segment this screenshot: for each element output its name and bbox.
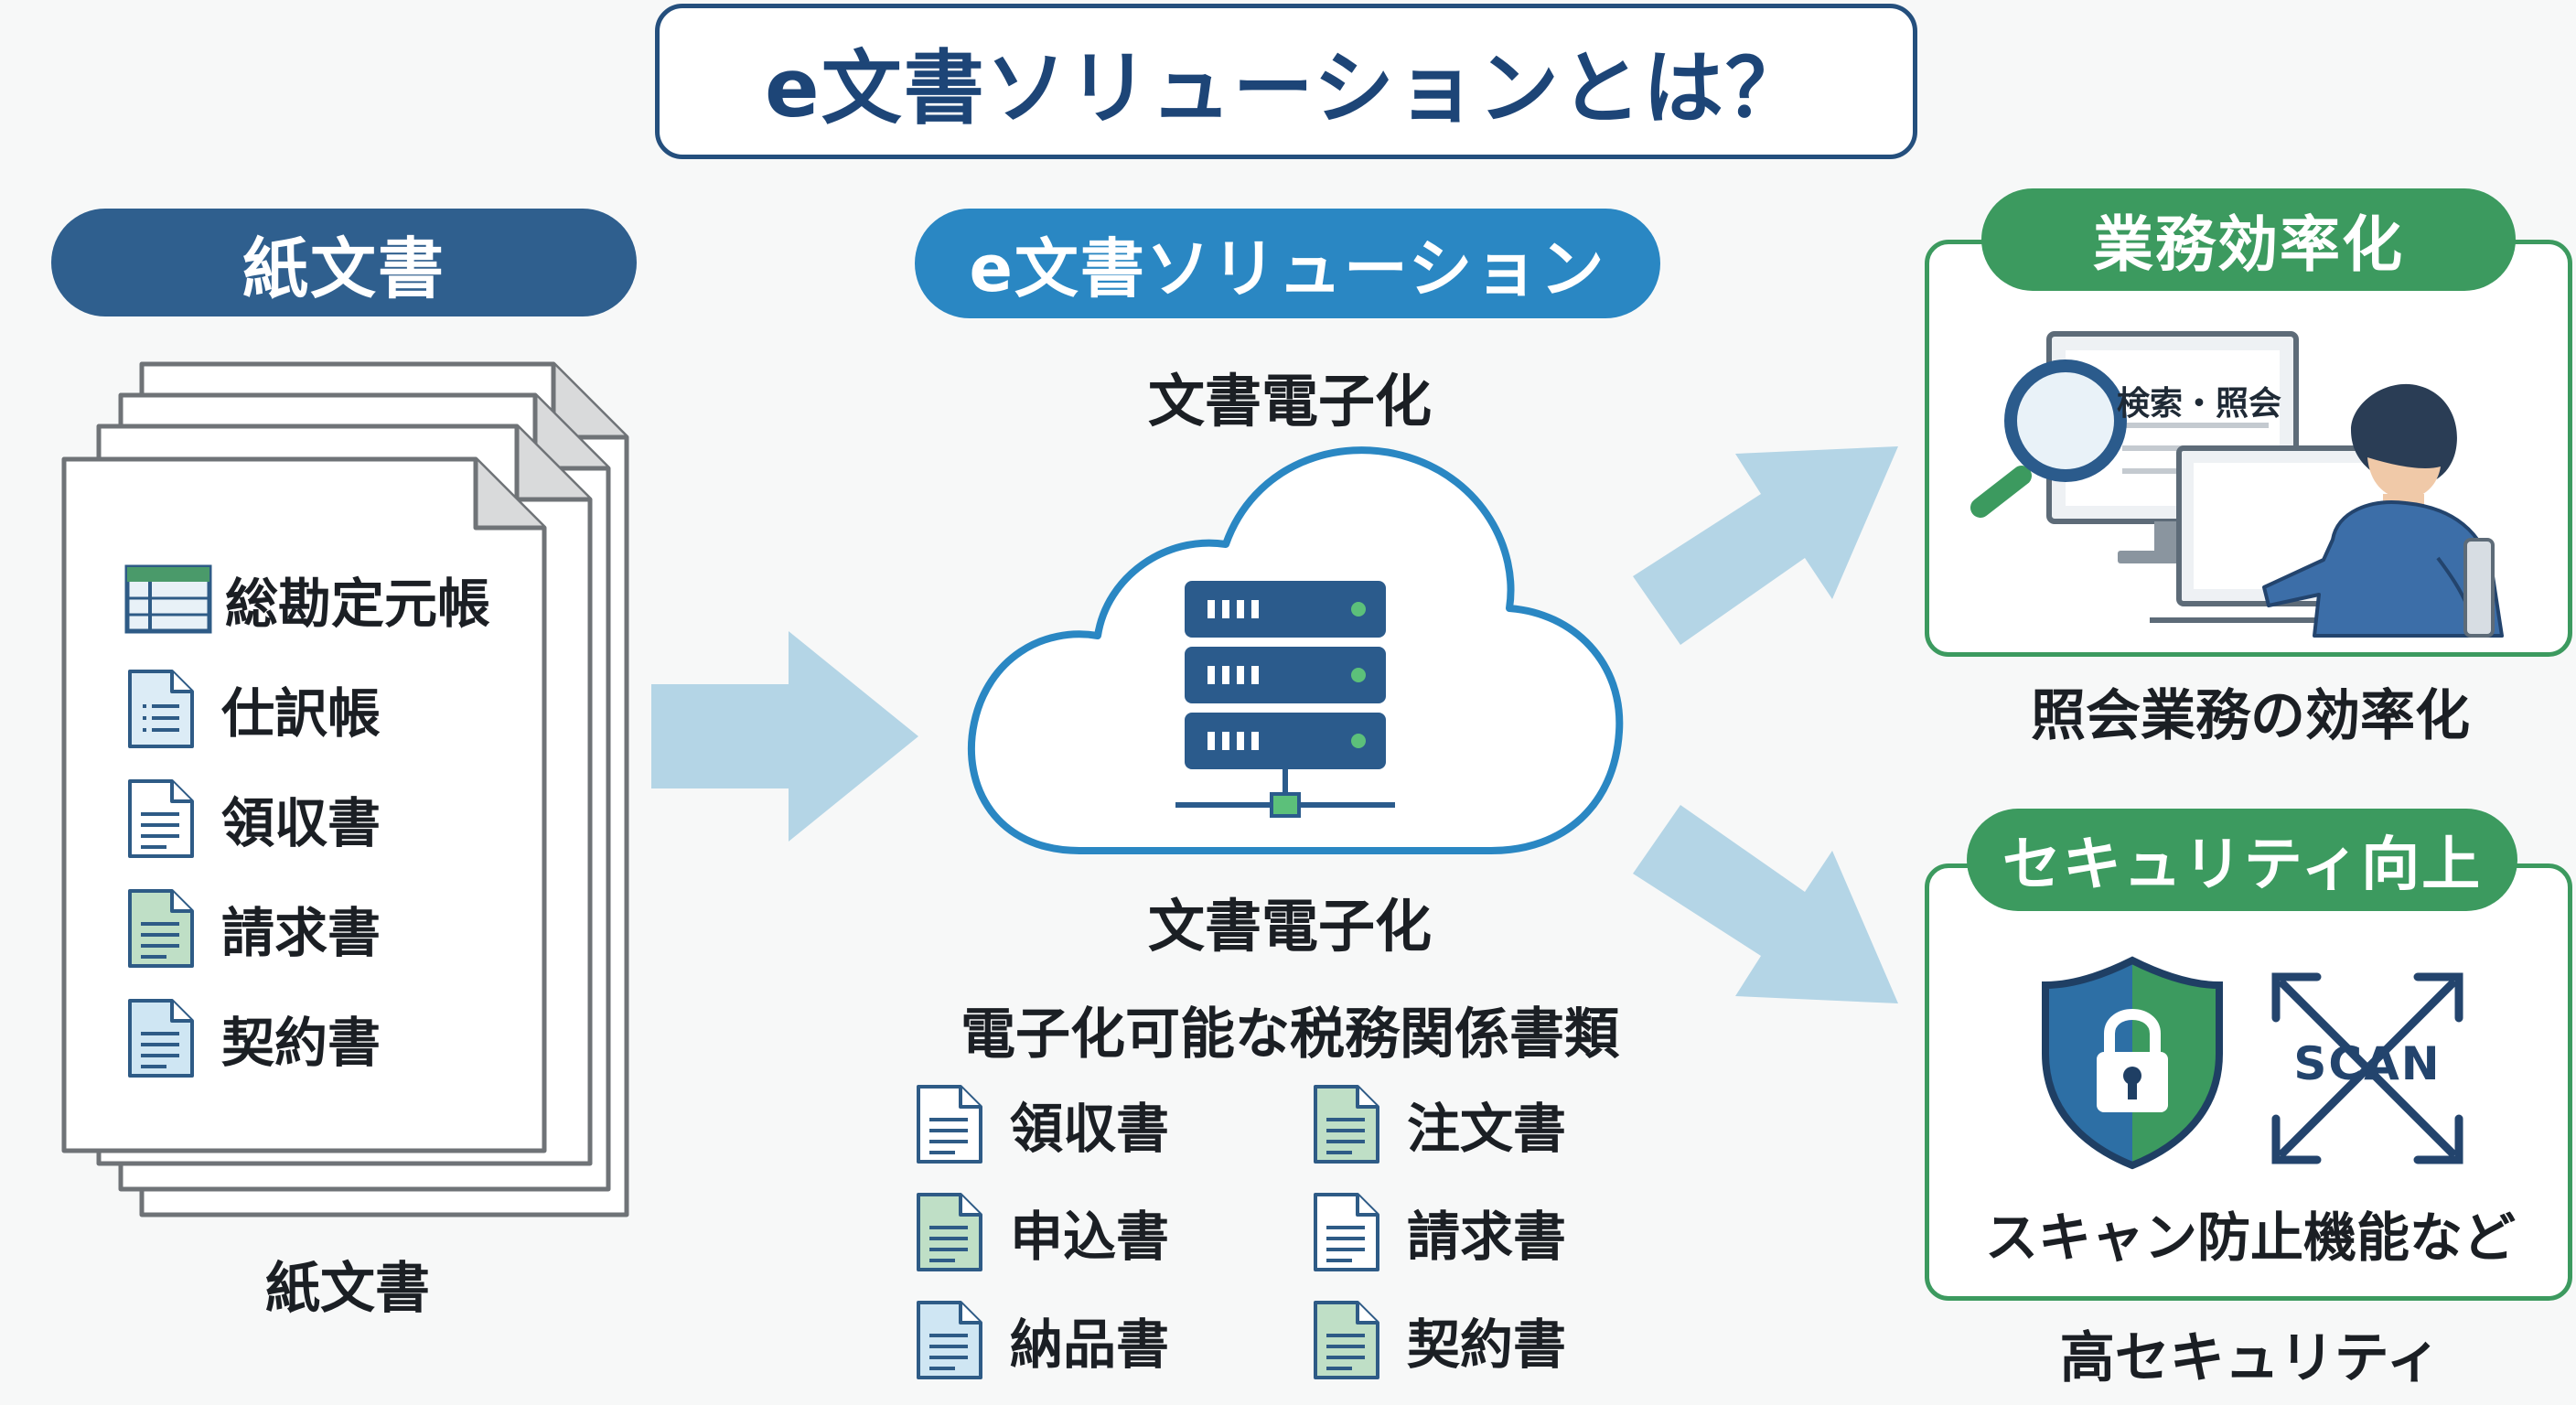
tax-document-grid: 領収書 注文書 申込書 請求書 納品書 [913,1083,1676,1381]
application-document-icon [917,1193,982,1271]
tax-doc-delivery: 納品書 [913,1299,1310,1381]
tax-doc-label: 領収書 [1010,1098,1170,1160]
search-office-illustration [1970,331,2504,638]
paper-item-contract: 契約書 [124,997,490,1079]
efficiency-header: 業務効率化 [1981,188,2516,291]
paper-item-invoice: 請求書 [124,887,490,970]
shield-lock-icon [2042,956,2223,1170]
efficiency-caption: 照会業務の効率化 [2031,684,2470,748]
security-card [1925,863,2572,1301]
security-caption: 高セキュリティ [2059,1326,2442,1390]
scan-blocked-icon [2271,972,2463,1164]
ledger-icon [124,564,212,634]
contract-document-icon [128,999,194,1078]
paper-item-journal: 仕訳帳 [124,668,490,750]
paper-item-receipt: 領収書 [124,778,490,860]
main-title: e文書ソリューションとは？ [655,4,1917,159]
paper-header: 紙文書 [51,209,637,316]
arrow-to-efficiency [1633,446,1898,645]
magnifier-icon [1970,359,2127,518]
paper-item-label: 総勘定元帳 [225,573,491,635]
paper-item-general-ledger: 総勘定元帳 [124,558,490,640]
receipt-document-icon [128,779,194,858]
paper-item-label: 仕訳帳 [221,682,381,745]
tax-doc-receipt: 領収書 [913,1083,1310,1165]
tax-doc-invoice: 請求書 [1310,1191,1676,1273]
office-worker-illustration [2262,383,2504,638]
tax-doc-contract: 契約書 [1310,1299,1676,1381]
cloud-server-illustration [967,446,1624,854]
paper-caption: 紙文書 [265,1257,430,1321]
paper-item-label: 請求書 [221,902,381,964]
cloud-bottom-label: 文書電子化 [1147,893,1432,960]
security-inner-caption: スキャン防止機能など [1984,1207,2516,1269]
paper-item-label: 契約書 [221,1012,381,1074]
tax-doc-label: 申込書 [1010,1206,1170,1268]
security-header: セキュリティ向上 [1967,809,2517,911]
server-icon [1175,581,1395,818]
tax-doc-label: 請求書 [1407,1206,1567,1268]
search-screen-label: 検索・照会 [2117,385,2282,423]
paper-item-label: 領収書 [221,792,381,854]
arrow-to-solution [651,631,918,842]
invoice-document-icon [128,889,194,968]
receipt-document-icon [917,1085,982,1164]
order-document-icon [1314,1085,1379,1164]
contract-document-icon [1314,1301,1379,1379]
journal-document-icon [128,670,194,748]
solution-header: e文書ソリューション [915,209,1660,318]
cloud-top-label: 文書電子化 [1147,368,1432,434]
paper-stack-illustration [61,361,629,1217]
paper-document-list: 総勘定元帳 仕訳帳 領収書 請求書 契約書 [124,558,490,1079]
arrow-to-security [1633,805,1898,1003]
invoice-document-icon [1314,1193,1379,1271]
document-list-title: 電子化可能な税務関係書類 [961,1003,1619,1067]
scan-text: SCAN [2293,1037,2442,1090]
tax-doc-label: 注文書 [1407,1098,1567,1160]
tax-doc-label: 納品書 [1010,1314,1170,1376]
delivery-document-icon [917,1301,982,1379]
tax-doc-application: 申込書 [913,1191,1310,1273]
tax-doc-order: 注文書 [1310,1083,1676,1165]
tax-doc-label: 契約書 [1407,1314,1567,1376]
